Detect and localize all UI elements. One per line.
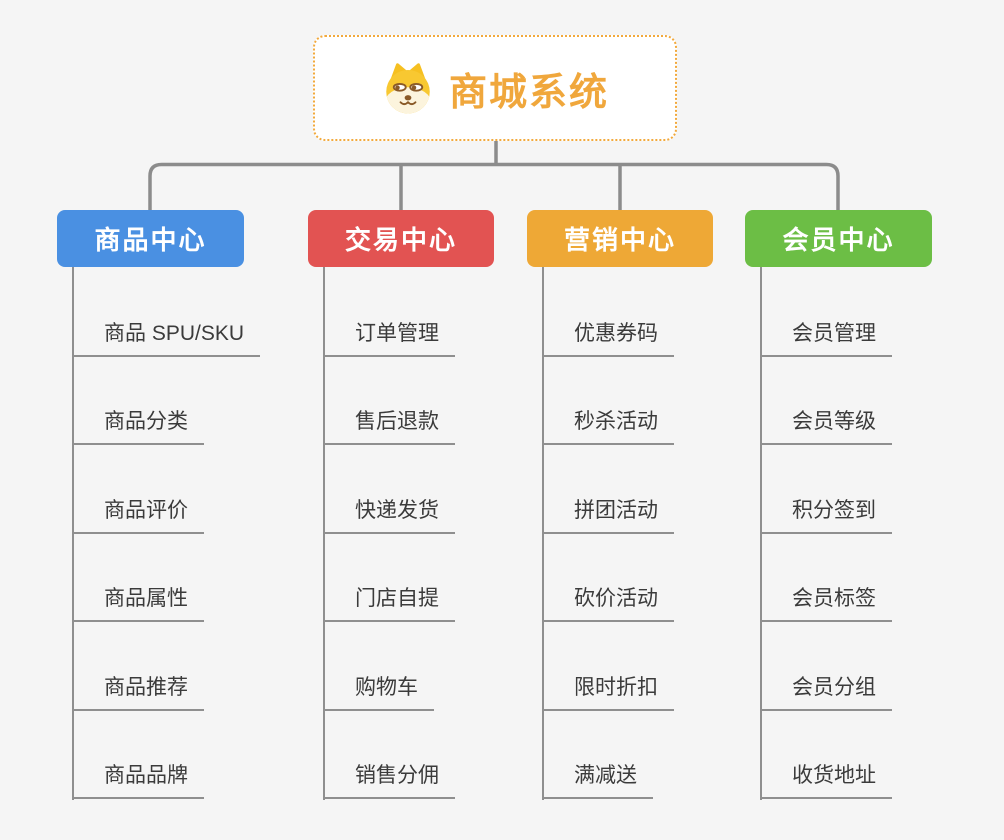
subtopic-node[interactable]: 商品评价: [73, 445, 204, 534]
subtopic-node[interactable]: 购物车: [324, 622, 434, 711]
subtopic-node[interactable]: 优惠券码: [543, 268, 674, 357]
subtopic-node[interactable]: 商品属性: [73, 534, 204, 622]
branch-label: 营销中心: [563, 225, 676, 255]
root-topic-title: 商城系统: [448, 71, 609, 114]
branch-children-trade-center: 订单管理 售后退款 快递发货 门店自提 购物车 销售分佣: [324, 268, 455, 799]
subtopic-node[interactable]: 满减送: [543, 711, 653, 799]
subtopic-node[interactable]: 商品品牌: [73, 711, 204, 799]
subtopic-node[interactable]: 限时折扣: [543, 622, 674, 711]
branch-child-line: [760, 267, 762, 800]
subtopic-node[interactable]: 会员分组: [761, 622, 892, 711]
root-topic-node[interactable]: 商城系统: [313, 35, 677, 141]
subtopic-node[interactable]: 门店自提: [324, 534, 455, 622]
subtopic-node[interactable]: 拼团活动: [543, 445, 674, 534]
subtopic-node[interactable]: 积分签到: [761, 445, 892, 534]
branch-child-line: [72, 267, 74, 800]
subtopic-node[interactable]: 订单管理: [324, 268, 455, 357]
subtopic-node[interactable]: 会员标签: [761, 534, 892, 622]
subtopic-node[interactable]: 商品推荐: [73, 622, 204, 711]
subtopic-node[interactable]: 会员等级: [761, 357, 892, 445]
branch-label: 商品中心: [94, 225, 207, 255]
branch-node-trade-center[interactable]: 交易中心: [308, 210, 494, 267]
subtopic-node[interactable]: 商品分类: [73, 357, 204, 445]
subtopic-node[interactable]: 售后退款: [324, 357, 455, 445]
branch-label: 会员中心: [782, 225, 895, 255]
branch-child-line: [542, 267, 544, 800]
subtopic-node[interactable]: 会员管理: [761, 268, 892, 357]
branch-children-marketing-center: 优惠券码 秒杀活动 拼团活动 砍价活动 限时折扣 满减送: [543, 268, 674, 799]
branch-children-product-center: 商品 SPU/SKU 商品分类 商品评价 商品属性 商品推荐 商品品牌: [73, 268, 261, 799]
branch-children-member-center: 会员管理 会员等级 积分签到 会员标签 会员分组 收货地址: [761, 268, 892, 799]
subtopic-node[interactable]: 砍价活动: [543, 534, 674, 622]
subtopic-node[interactable]: 销售分佣: [324, 711, 455, 799]
branch-node-member-center[interactable]: 会员中心: [745, 210, 932, 267]
dog-face-icon: [386, 63, 430, 114]
subtopic-node[interactable]: 商品 SPU/SKU: [73, 268, 261, 357]
branch-label: 交易中心: [344, 225, 457, 255]
subtopic-node[interactable]: 快递发货: [324, 445, 455, 534]
subtopic-node[interactable]: 收货地址: [761, 711, 892, 799]
branch-node-product-center[interactable]: 商品中心: [57, 210, 244, 267]
branch-node-marketing-center[interactable]: 营销中心: [527, 210, 713, 267]
subtopic-node[interactable]: 秒杀活动: [543, 357, 674, 445]
branch-child-line: [323, 267, 325, 800]
